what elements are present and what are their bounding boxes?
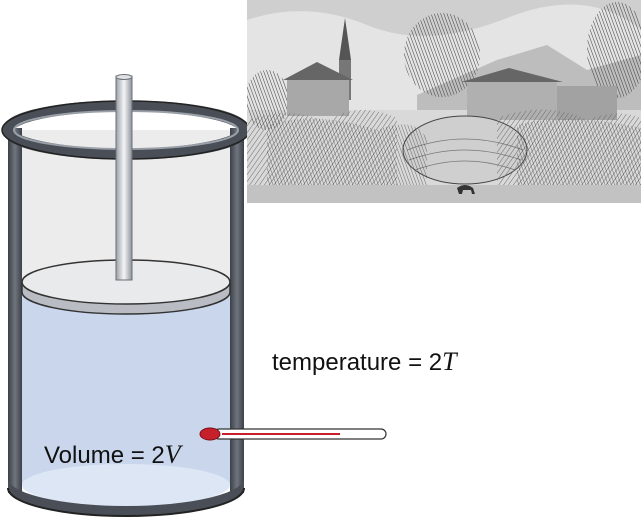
balloon-crowd-engraving (247, 0, 641, 203)
temperature-label: temperature = 2T (272, 347, 457, 377)
volume-text: Volume = 2 (44, 442, 165, 469)
thermometer (199, 427, 387, 441)
volume-symbol: V (164, 440, 181, 469)
thermometer-bulb (199, 427, 221, 441)
temperature-symbol: T (442, 347, 457, 376)
gas-volume (22, 290, 230, 506)
cylinder-right-wall (230, 128, 244, 493)
volume-label: Volume = 2V (44, 440, 181, 470)
cylinder-left-wall (8, 128, 22, 493)
piston-rod (115, 74, 133, 281)
cylinder-bottom (8, 478, 244, 516)
temperature-text: temperature = 2 (272, 349, 443, 376)
